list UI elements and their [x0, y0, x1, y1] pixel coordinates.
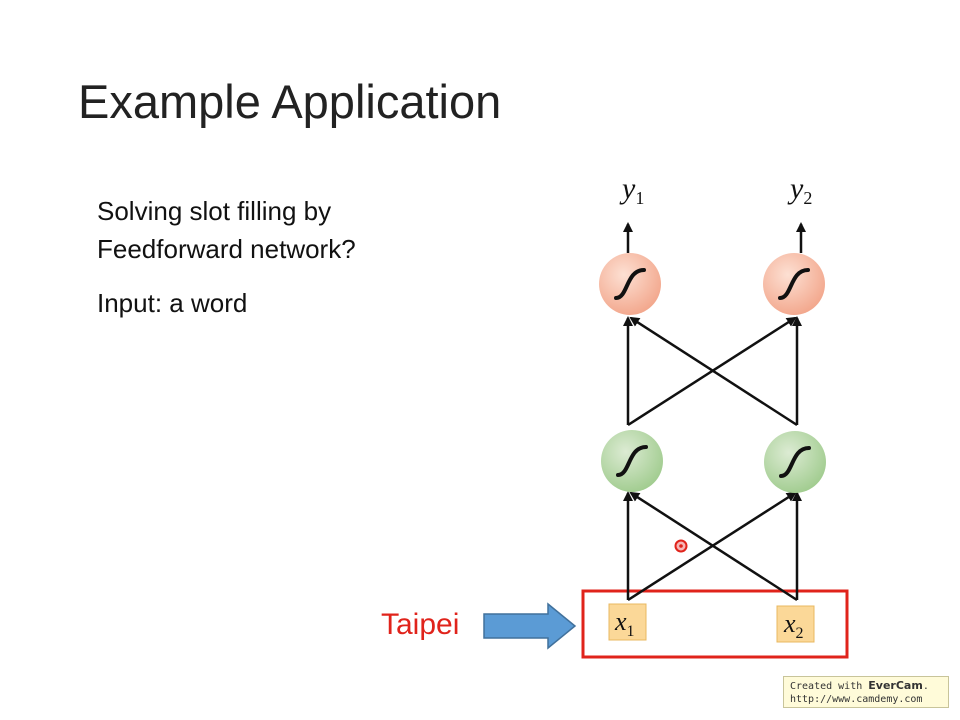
svg-text:x1: x1: [614, 607, 635, 640]
output-neuron-2: [763, 253, 825, 315]
sigmoid-icon: [778, 268, 810, 300]
sigmoid-icon: [779, 446, 811, 478]
bullet-line: Feedforward network?: [97, 234, 356, 264]
input-frame: [581, 589, 849, 659]
svg-text:x2: x2: [783, 609, 804, 642]
sigmoid-icon: [616, 445, 648, 477]
pointer-cursor-icon: [674, 539, 688, 553]
watermark-line: Created with EverCam.: [790, 679, 929, 692]
slide-title: Example Application: [78, 75, 502, 128]
hidden-output-connections: [623, 316, 802, 427]
input-box-x1: x1: [608, 603, 647, 641]
output-label-y1: y1: [619, 172, 644, 208]
bullet-slot-filling: Solving slot filling by Feedforward netw…: [97, 192, 356, 268]
input-word: Taipei: [381, 608, 459, 641]
output-label-y2: y2: [787, 172, 812, 208]
hidden-neuron-2: [764, 431, 826, 493]
input-hidden-connections: [623, 491, 802, 602]
output-neuron-1: [599, 253, 661, 315]
hidden-neuron-1: [601, 430, 663, 492]
bullet-input: Input: a word: [97, 284, 247, 322]
input-box-x2: x2: [776, 605, 815, 643]
bullet-line: Input: a word: [97, 288, 248, 318]
bullet-line: Solving slot filling by: [97, 196, 332, 226]
evercam-watermark: Created with EverCam. http://www.camdemy…: [783, 676, 949, 708]
output-arrows: [623, 222, 806, 253]
right-arrow-icon: [483, 602, 577, 650]
sigmoid-icon: [614, 268, 646, 300]
watermark-url: http://www.camdemy.com: [790, 694, 923, 705]
